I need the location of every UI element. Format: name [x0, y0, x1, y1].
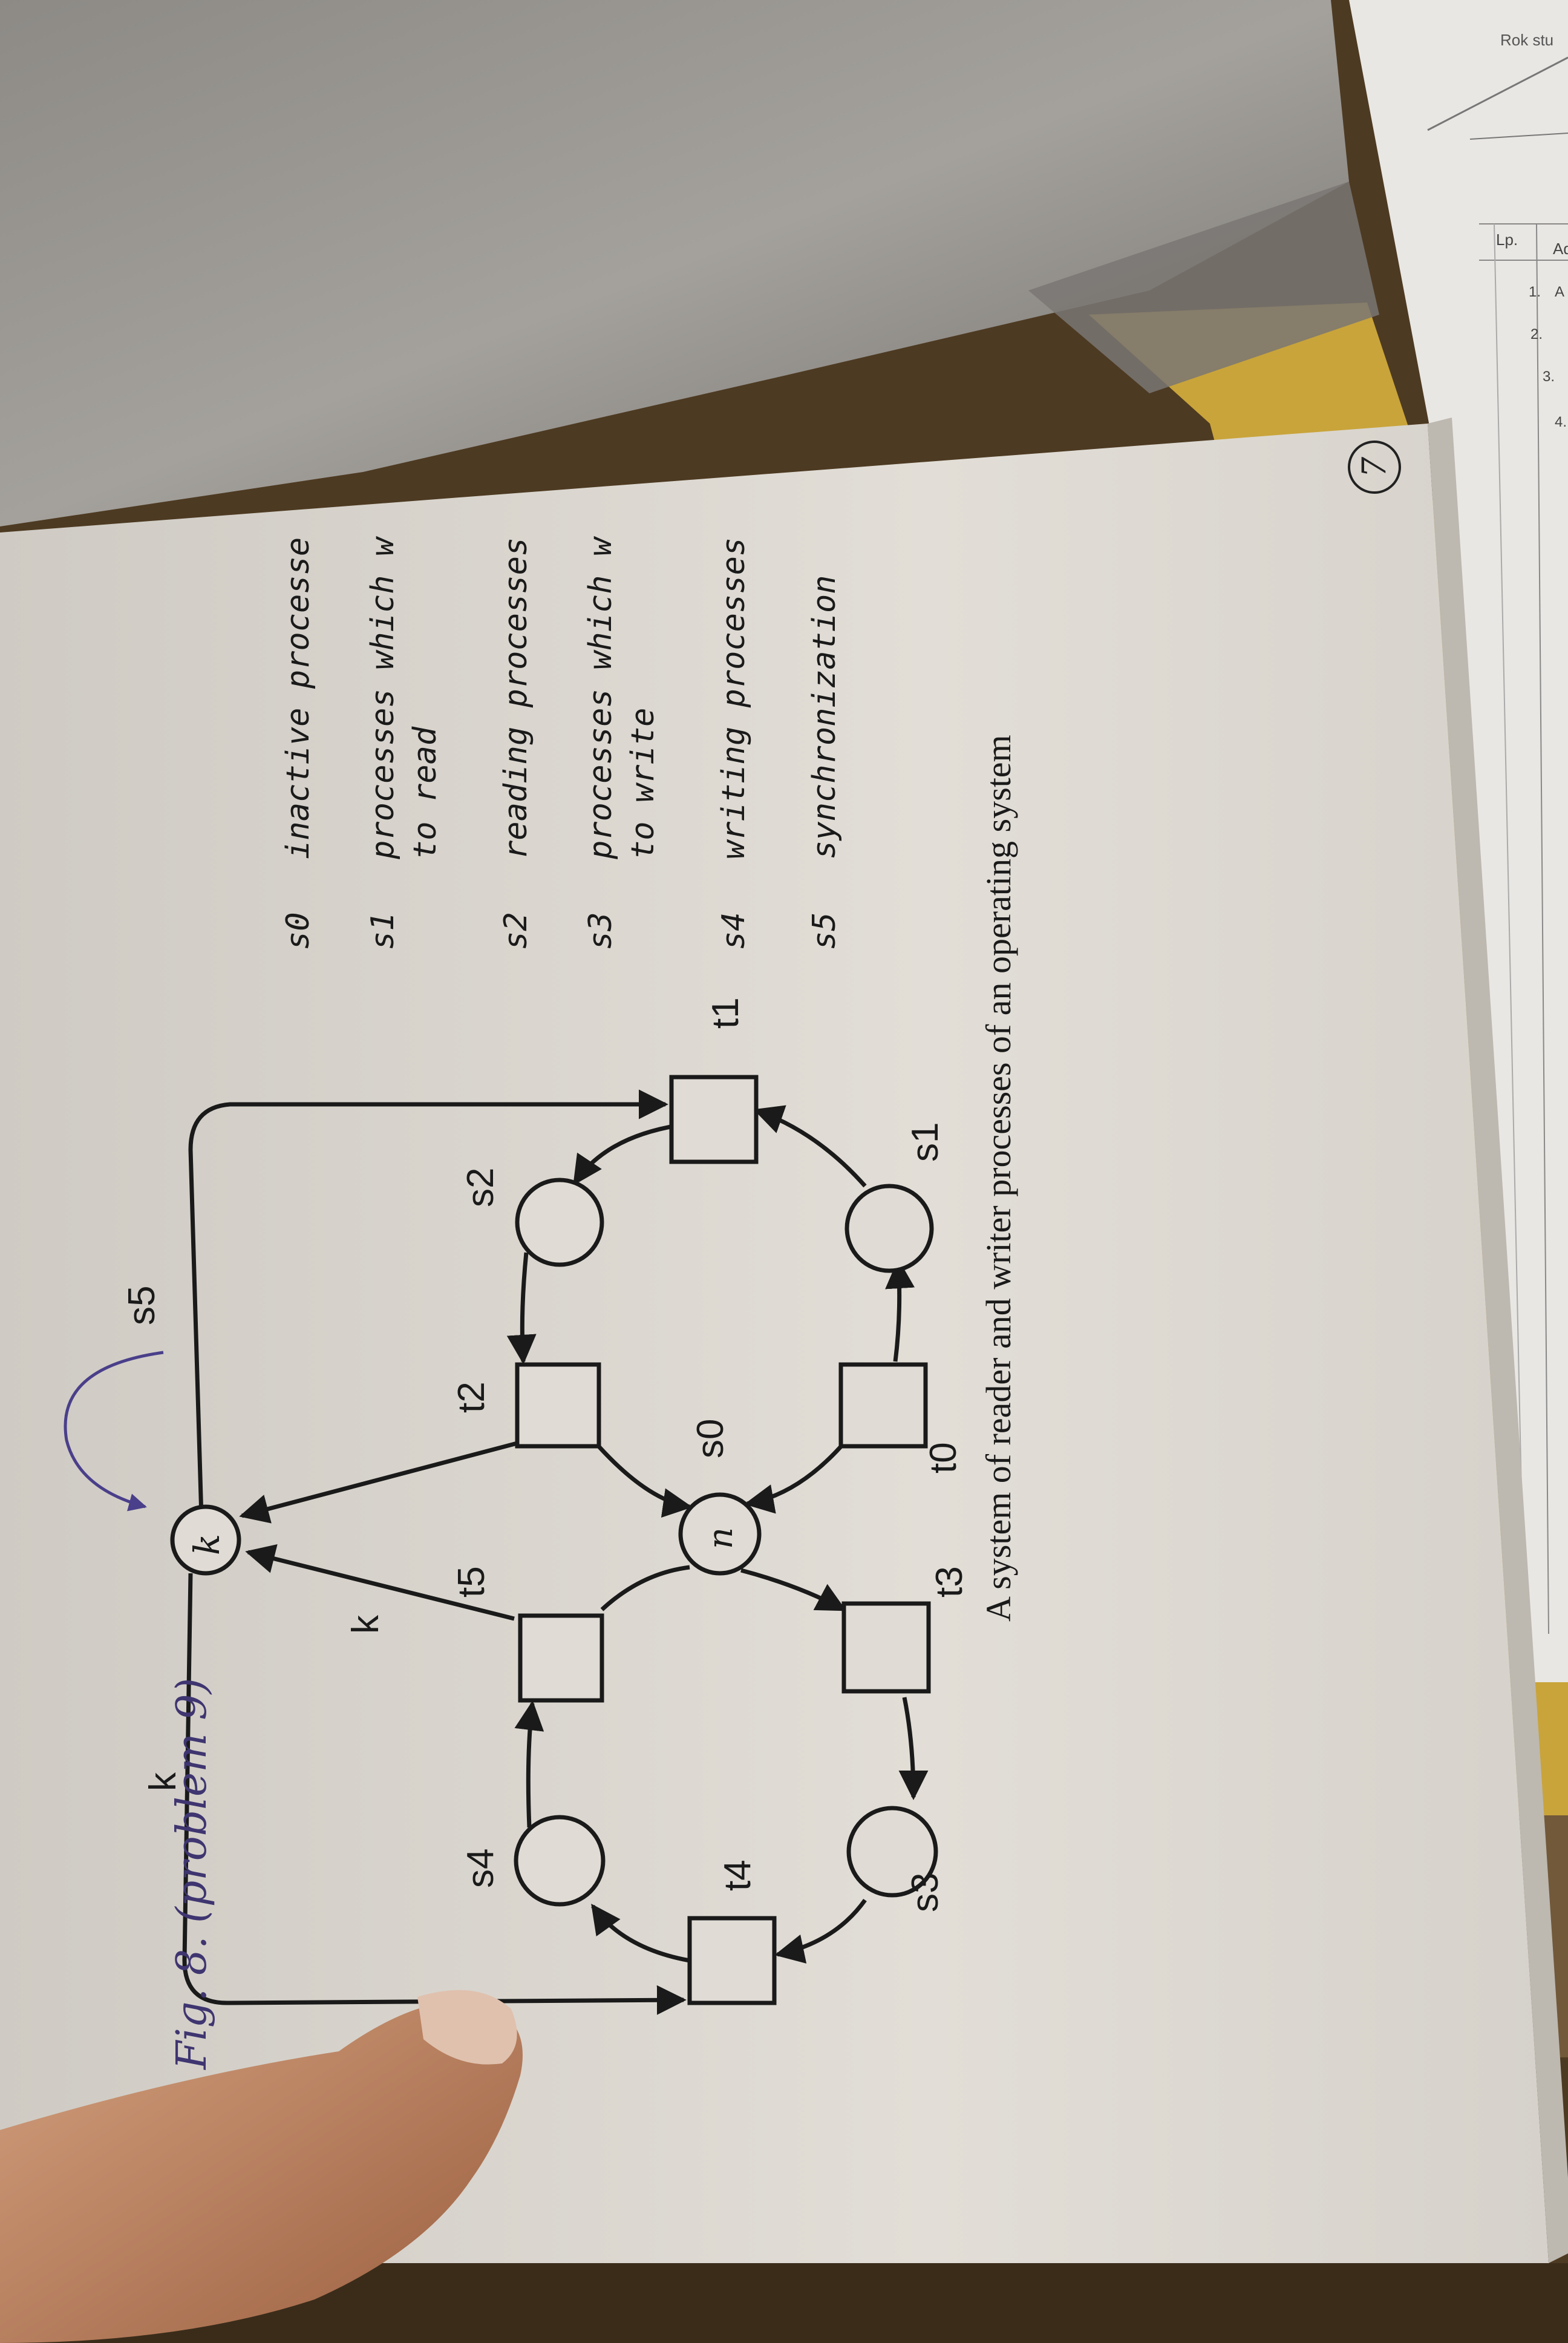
form-row-2: 2.: [1530, 326, 1543, 342]
form-row-1-letter: A: [1555, 284, 1564, 300]
figure-caption: A system of reader and writer processes …: [979, 735, 1018, 1622]
label-s1: s1: [904, 1122, 946, 1162]
legend-desc-s0: inactive processe: [280, 537, 316, 859]
page-number: 7: [1356, 456, 1394, 477]
form-rule: [1469, 133, 1568, 140]
transition-t4: [687, 1916, 777, 2005]
transition-t0: [838, 1362, 928, 1449]
handwritten-figure-label: Fig. 8. (problem 9): [168, 1678, 216, 2071]
page-number-circle: [1348, 441, 1401, 494]
legend-desc-s1: processes which w: [365, 536, 401, 860]
label-t0: t0: [923, 1442, 964, 1473]
arc-t5-s5: [245, 1544, 515, 1621]
label-s2: s2: [460, 1168, 501, 1207]
handwritten-loop-arrow: [64, 1351, 164, 1512]
arc-t2-s0: [594, 1441, 693, 1518]
thumb: [0, 2001, 523, 2343]
place-s3: [846, 1806, 938, 1898]
corner-form: Rok stu Lp. Ad 1. A 2. 3. 4.: [1427, 31, 1568, 1634]
legend-desc-s3: processes which w: [583, 536, 619, 860]
thumbnail-nail: [417, 1990, 517, 2065]
transition-t1: [669, 1075, 759, 1164]
place-s4: [514, 1815, 606, 1907]
form-col-ad: Ad: [1553, 240, 1568, 258]
arc-t3-s3: [898, 1697, 929, 1800]
label-s3: s3: [904, 1873, 946, 1912]
form-row-3: 3.: [1543, 369, 1555, 385]
transition-t2: [515, 1362, 601, 1449]
arc-s5-t1: [188, 1089, 668, 1559]
form-sheet: [1349, 0, 1568, 1682]
form-row-4: 4.: [1555, 414, 1567, 430]
book-page: [0, 424, 1549, 2263]
label-s0: s0: [690, 1419, 731, 1458]
token-s5: k: [186, 1534, 227, 1555]
transition-t3: [841, 1601, 931, 1694]
legend-symbol-s4: s4: [716, 912, 752, 950]
arc-t4-s4: [591, 1904, 690, 1963]
form-col-lp: Lp.: [1496, 231, 1518, 249]
overhanging-sheet: [0, 0, 1349, 526]
legend-desc-s2: reading processes: [498, 537, 534, 859]
arc-t0-s0: [744, 1441, 846, 1514]
arc-s5-t4: [182, 1573, 687, 2015]
legend-symbol-s1: s1: [365, 912, 401, 950]
arc-s0-t3: [740, 1568, 847, 1612]
label-t2: t2: [451, 1381, 492, 1413]
form-grid-line: [1536, 223, 1549, 1634]
token-s0: n: [701, 1527, 740, 1549]
arc-s1-t1: [753, 1105, 867, 1188]
arc-s4-t5: [514, 1700, 544, 1828]
legend-desc2-s1: to read: [407, 726, 443, 859]
form-heading: Rok stu: [1500, 31, 1553, 49]
label-t1: t1: [705, 997, 746, 1029]
legend-symbol-s0: s0: [280, 912, 316, 950]
overhanging-sheet-fold: [1028, 182, 1379, 393]
page-edge-stack: [1428, 418, 1568, 2263]
diagram-labels: s5 s0 s2 s1 s4 s3 t1 t2 t0 t5 t3 t4 n k …: [121, 997, 970, 1912]
form-grid-line: [1494, 223, 1525, 1634]
petri-net-diagram: [170, 1075, 938, 2015]
label-s4: s4: [460, 1849, 501, 1888]
arc-s2-t2: [506, 1252, 537, 1365]
arc-t2-s5: [239, 1441, 518, 1524]
legend-symbol-s5: s5: [806, 912, 843, 950]
form-row-1: 1.: [1529, 284, 1541, 300]
weight-inner-k: k: [345, 1614, 387, 1634]
label-s5: s5: [121, 1286, 163, 1325]
place-s5: [170, 1504, 241, 1576]
arc-t0-s1: [885, 1259, 915, 1362]
legend-desc-s4: writing processes: [716, 537, 752, 859]
arc-s3-t4: [774, 1898, 867, 1964]
legend-symbol-s2: s2: [498, 912, 534, 950]
place-s0: [678, 1492, 762, 1576]
label-t3: t3: [929, 1566, 970, 1598]
legend-desc-s5: synchronization: [806, 575, 843, 859]
legend-symbol-s3: s3: [583, 912, 619, 950]
arc-s0-t5: [600, 1565, 690, 1611]
legend: s0 inactive processe s1 processes which …: [280, 536, 843, 950]
weight-outer-k: k: [142, 1772, 184, 1791]
place-s1: [844, 1184, 934, 1273]
form-rule: [1427, 56, 1568, 131]
transition-t5: [518, 1613, 604, 1703]
label-t4: t4: [717, 1860, 759, 1891]
label-t5: t5: [451, 1566, 492, 1598]
place-s2: [515, 1178, 604, 1267]
legend-desc2-s3: to write: [625, 708, 661, 859]
arc-t1-s2: [573, 1123, 678, 1186]
